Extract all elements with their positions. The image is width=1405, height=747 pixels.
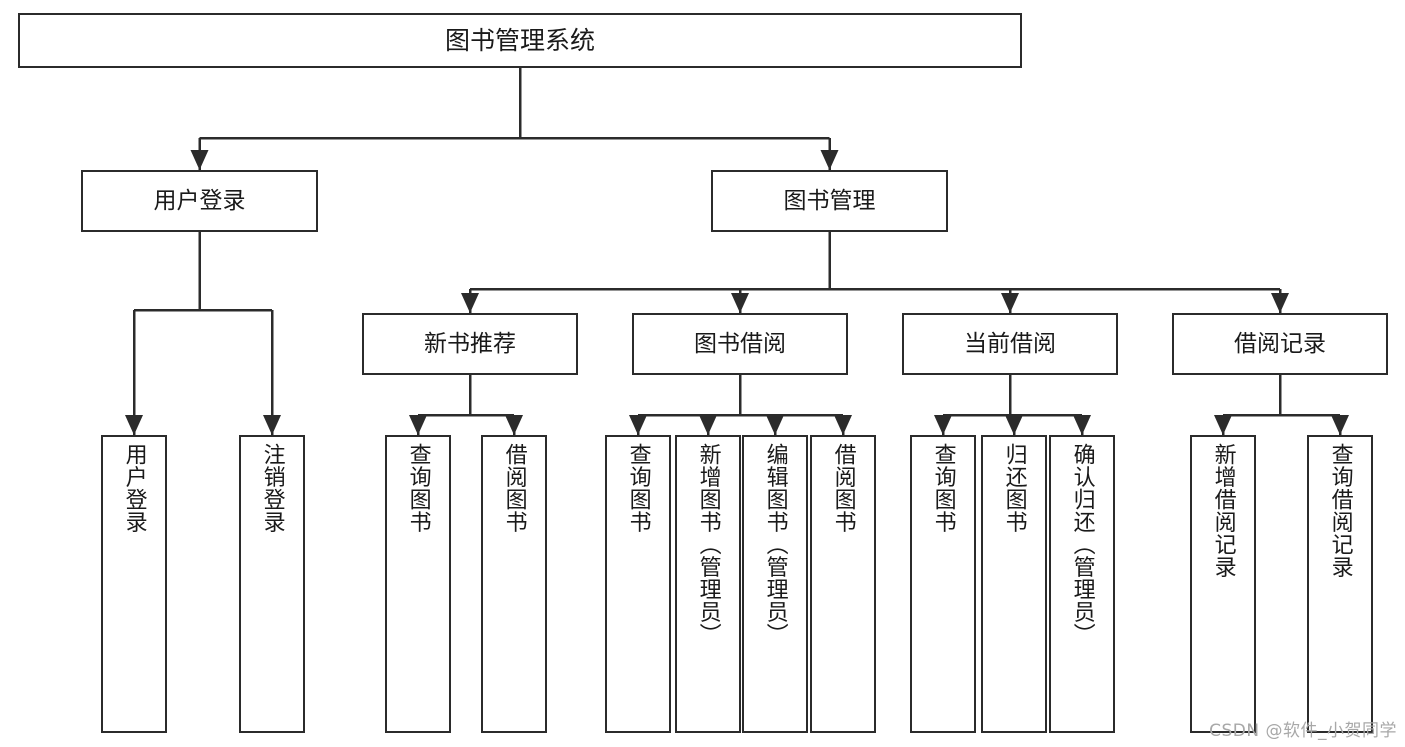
node-book-manage[interactable]: 图书管理 <box>711 170 948 232</box>
node-label: 图书借阅 <box>694 330 786 357</box>
node-label: 新增图书（管理员） <box>695 443 721 646</box>
node-root[interactable]: 图书管理系统 <box>18 13 1022 68</box>
watermark: CSDN @软件_小贺同学 <box>1209 721 1397 741</box>
node-label: 借阅图书 <box>501 443 527 533</box>
node-leaf-cur-confirm[interactable]: 确认归还（管理员） <box>1049 435 1115 733</box>
node-current-borrow[interactable]: 当前借阅 <box>902 313 1118 375</box>
node-leaf-user-login[interactable]: 用户登录 <box>101 435 167 733</box>
node-leaf-borrow-query[interactable]: 查询图书 <box>605 435 671 733</box>
node-label: 借阅记录 <box>1234 330 1326 357</box>
node-label: 用户登录 <box>153 187 246 214</box>
node-new-book-rec[interactable]: 新书推荐 <box>362 313 578 375</box>
node-leaf-rec-query[interactable]: 查询图书 <box>385 435 451 733</box>
node-label: 注销登录 <box>259 443 285 533</box>
node-label: 新书推荐 <box>424 330 516 357</box>
node-book-borrow[interactable]: 图书借阅 <box>632 313 848 375</box>
node-label: 查询图书 <box>930 443 956 533</box>
node-label: 归还图书 <box>1001 443 1027 533</box>
node-label: 查询图书 <box>405 443 431 533</box>
node-label: 编辑图书（管理员） <box>762 443 788 646</box>
node-leaf-borrow-add[interactable]: 新增图书（管理员） <box>675 435 741 733</box>
node-leaf-borrow-edit[interactable]: 编辑图书（管理员） <box>742 435 808 733</box>
node-label: 查询借阅记录 <box>1327 443 1353 578</box>
node-leaf-user-logout[interactable]: 注销登录 <box>239 435 305 733</box>
node-label: 确认归还（管理员） <box>1069 443 1095 646</box>
node-leaf-borrow-lend[interactable]: 借阅图书 <box>810 435 876 733</box>
node-label: 查询图书 <box>625 443 651 533</box>
node-leaf-cur-return[interactable]: 归还图书 <box>981 435 1047 733</box>
node-label: 当前借阅 <box>964 330 1056 357</box>
node-leaf-cur-query[interactable]: 查询图书 <box>910 435 976 733</box>
node-user-login[interactable]: 用户登录 <box>81 170 318 232</box>
node-borrow-record[interactable]: 借阅记录 <box>1172 313 1388 375</box>
node-label: 图书管理系统 <box>444 26 595 55</box>
node-leaf-rec-query2[interactable]: 查询借阅记录 <box>1307 435 1373 733</box>
node-label: 用户登录 <box>121 443 147 533</box>
node-leaf-rec-add[interactable]: 新增借阅记录 <box>1190 435 1256 733</box>
node-label: 图书管理 <box>783 187 876 214</box>
node-leaf-rec-borrow[interactable]: 借阅图书 <box>481 435 547 733</box>
node-label: 新增借阅记录 <box>1210 443 1236 578</box>
node-label: 借阅图书 <box>830 443 856 533</box>
